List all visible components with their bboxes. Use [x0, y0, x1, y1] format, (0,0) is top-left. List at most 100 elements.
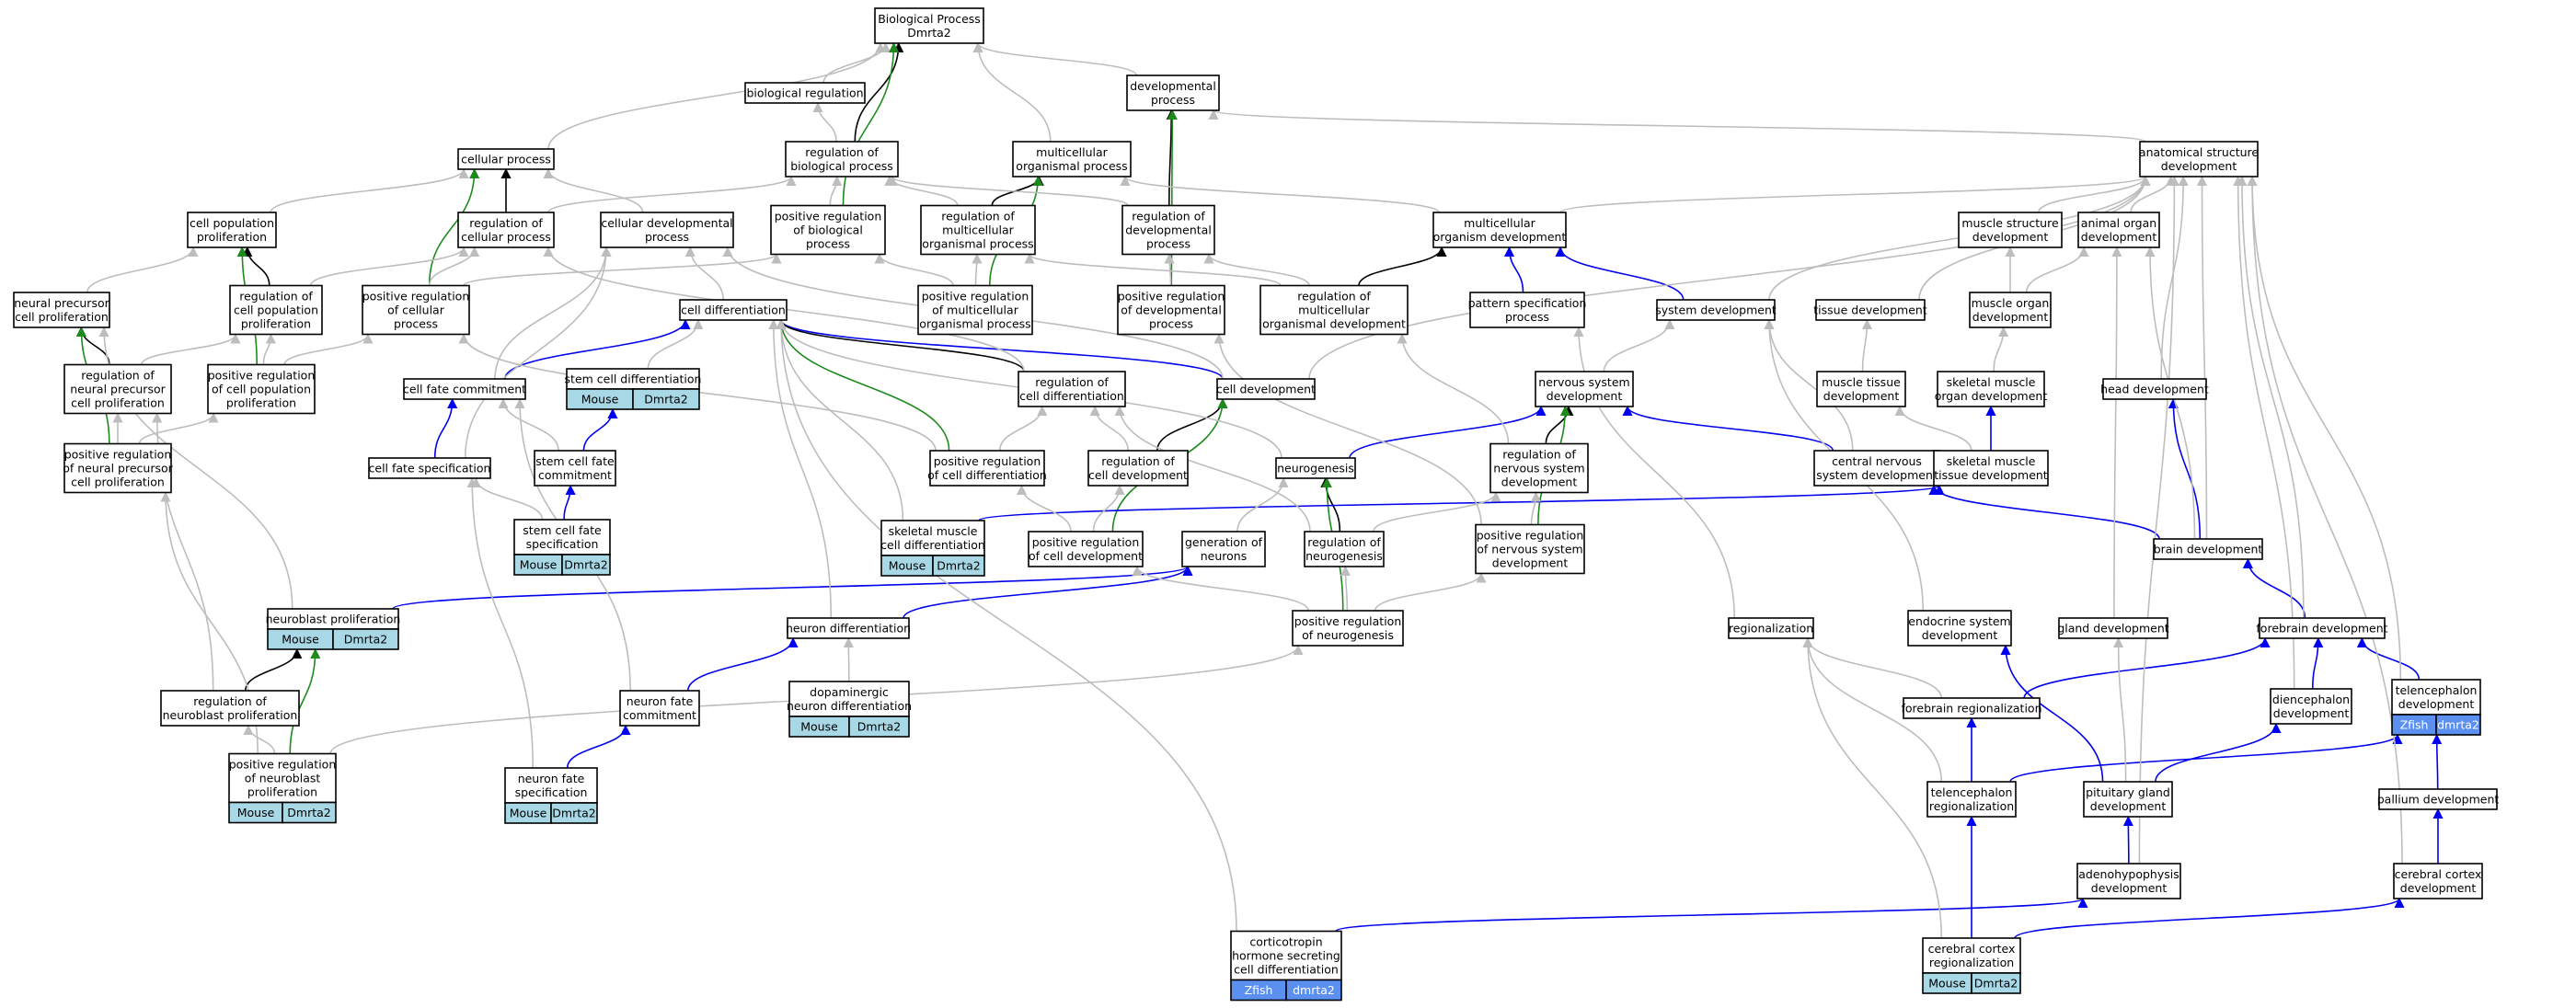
- edge-posregcelldev-is_a-posregcelldiff: [1016, 484, 1072, 533]
- go-term-node-braindev[interactable]: brain development: [2153, 538, 2263, 560]
- go-term-node-forebraindev[interactable]: forebrain development: [2256, 617, 2388, 639]
- go-term-node-celldiff[interactable]: cell differentiation: [679, 299, 788, 321]
- go-term-node-bioreg[interactable]: biological regulation: [744, 82, 866, 104]
- go-term-node-neurogenesis[interactable]: neurogenesis: [1275, 457, 1356, 479]
- node-label-line: nervous system: [1538, 375, 1629, 389]
- node-label-line: organismal process: [922, 237, 1033, 251]
- node-label-line: pallium development: [2377, 793, 2500, 807]
- go-term-node-cellfatecommit[interactable]: cell fate commitment: [403, 378, 526, 400]
- node-label-line: generation of: [1185, 535, 1263, 549]
- go-term-node-glanddev[interactable]: gland development: [2057, 617, 2169, 639]
- node-label-line: proliferation: [247, 785, 317, 799]
- edge-cellfatespec-is_a-celldevproc: [464, 246, 612, 459]
- edge-genneurons-is_a-neurogenesis: [1236, 476, 1289, 533]
- gene-label: Dmrta2: [937, 559, 980, 573]
- go-term-node-tissuedev[interactable]: tissue development: [1813, 299, 1927, 321]
- node-label-line: developmental: [1130, 79, 1216, 93]
- go-term-node-celldev[interactable]: cell development: [1216, 378, 1316, 400]
- edge-regneuroblastprol-part_of-neuroblastprol: [245, 647, 303, 692]
- edge-corticotropin-is_a-celldiff: [776, 318, 1237, 932]
- node-label-line: skeletal muscle: [1947, 454, 2036, 468]
- go-term-node-cellfatespec[interactable]: cell fate specification: [368, 457, 491, 479]
- node-label-line: telencephalon: [2396, 683, 2478, 697]
- node-box: [2391, 679, 2481, 716]
- node-label-line: dopaminergic: [810, 685, 889, 699]
- go-term-node-neurondiff[interactable]: neuron differentiation: [786, 617, 911, 639]
- go-term-node-cellproc[interactable]: cellular process: [457, 148, 555, 170]
- edge-multorg-is_a-bp: [972, 41, 1052, 143]
- node-box: [1304, 531, 1385, 567]
- edge-cellfatespec-regulates-cellfatecommit: [433, 397, 458, 459]
- edge-neuronfatespec-is_a-cellfatespec: [466, 476, 534, 769]
- go-term-node-palliumdev[interactable]: pallium development: [2377, 788, 2500, 810]
- go-term-node-forebrainreg[interactable]: forebrain regionalization: [1901, 697, 2042, 719]
- node-box: [788, 681, 910, 717]
- go-term-node-headdev[interactable]: head development: [2100, 378, 2209, 400]
- node-box: [1926, 781, 2017, 818]
- node-label-line: neural precursor: [70, 383, 166, 396]
- node-label-line: proliferation: [241, 317, 311, 331]
- node-label-line: neuron fate: [518, 772, 585, 785]
- go-term-node-regionalization[interactable]: regionalization: [1728, 617, 1814, 639]
- go-term-node-sysdev[interactable]: system development: [1655, 299, 1777, 321]
